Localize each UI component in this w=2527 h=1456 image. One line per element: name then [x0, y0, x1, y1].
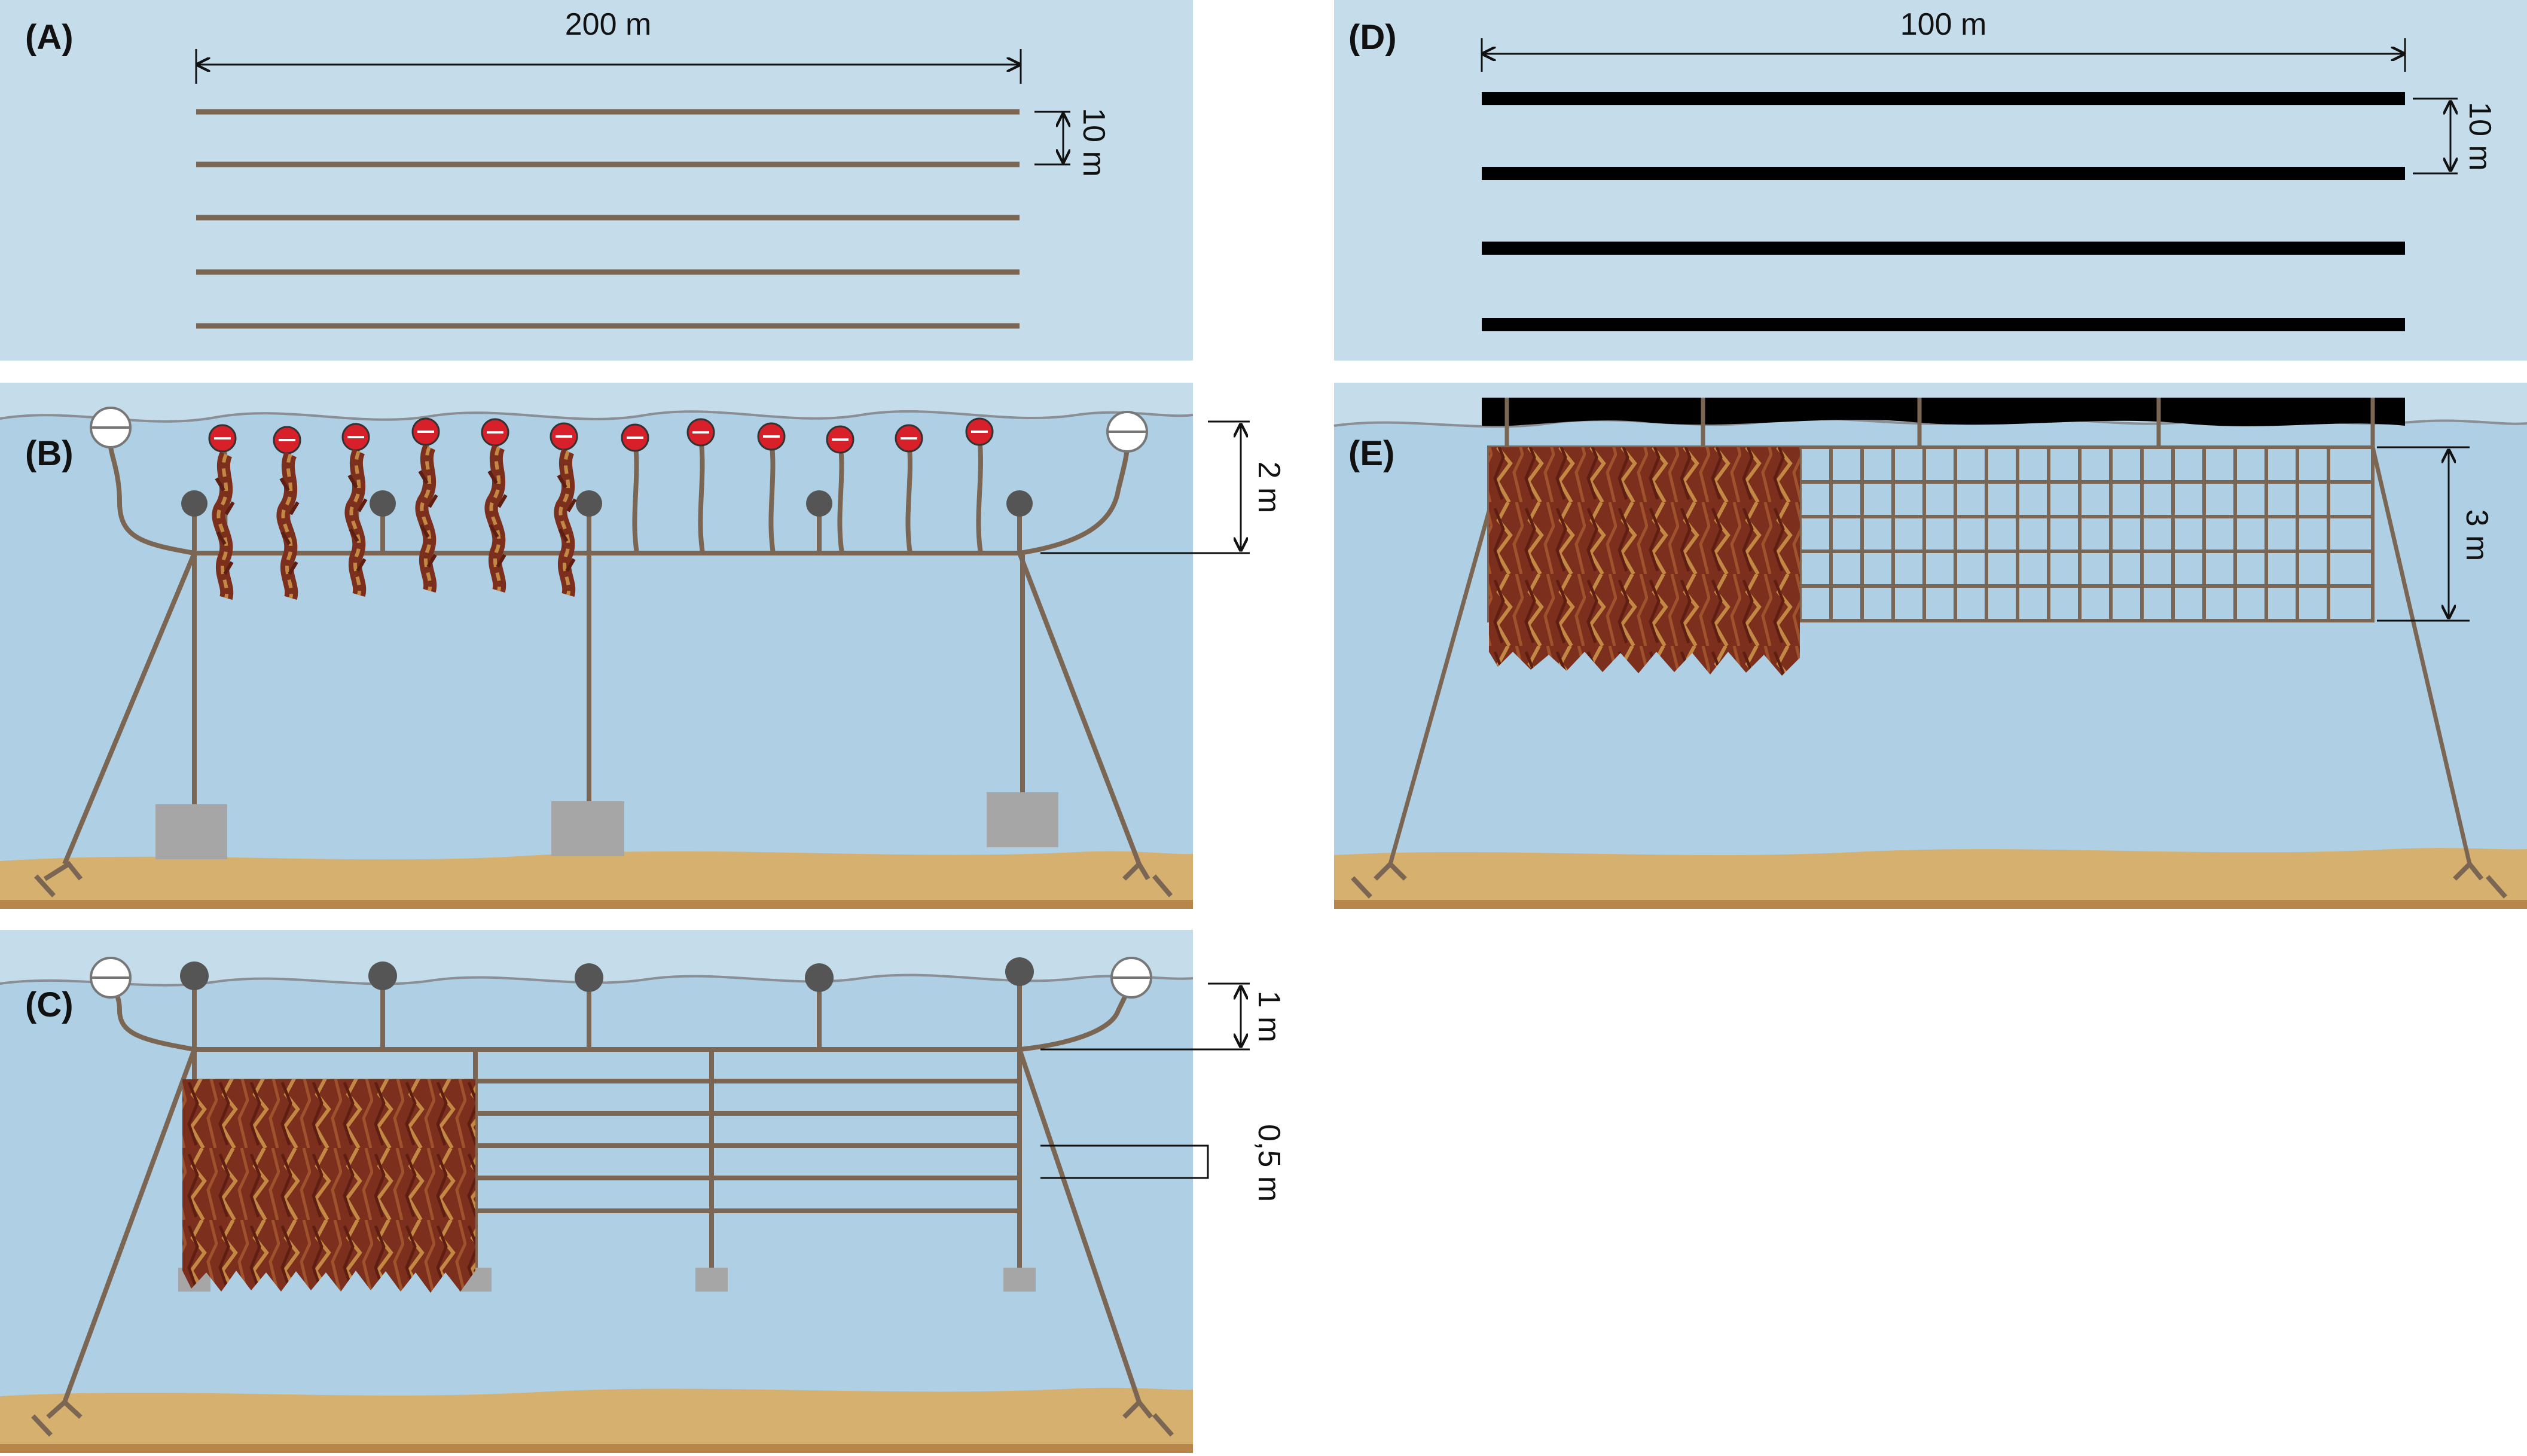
surface-float-1 — [180, 961, 209, 990]
anchor-left-fluke — [34, 874, 56, 898]
panel-b-depth-label: 2 m — [1252, 462, 1286, 514]
panel-d-label: (D) — [1348, 18, 1397, 57]
weight-block-3 — [695, 1268, 728, 1292]
panel-b-floats — [181, 490, 1033, 517]
subsurface-float-1 — [181, 490, 207, 517]
panel-a-background — [0, 0, 1193, 361]
panel-b-red-buoys — [208, 417, 994, 454]
surface-float-3 — [575, 963, 603, 992]
panel-d: (D) 100 m 10 m — [1334, 0, 2527, 361]
panel-e-depth-dimension — [2377, 446, 2470, 622]
panel-e-anchors — [1351, 860, 2507, 899]
panel-c-label: (C) — [25, 985, 74, 1024]
anchor-right — [2453, 860, 2484, 881]
anchor-left — [43, 860, 83, 881]
panel-b-buoy-line-right — [1019, 445, 1130, 555]
spacing-bracket — [1040, 1144, 1209, 1179]
panel-c-floats — [180, 957, 1034, 992]
panel-e-depth-label: 3 m — [2459, 509, 2494, 561]
subsurface-float-4 — [806, 490, 832, 517]
panel-e: (E) — [1333, 383, 2527, 909]
panel-b-buoy-line-left — [108, 445, 195, 555]
panel-b-water — [0, 411, 1193, 909]
panel-d-longlines — [1482, 92, 2405, 331]
dropper-8 — [698, 436, 705, 554]
subsurface-float-2 — [370, 490, 396, 517]
anchor-right-fluke — [1152, 874, 1173, 898]
panel-c-seaweed-curtain — [182, 1079, 475, 1293]
panel-e-seabed — [1334, 848, 2527, 909]
seaweed-curtain — [1489, 447, 1800, 676]
panel-b-anchors — [34, 860, 1173, 898]
panel-c-anchor-line-right — [1017, 1048, 1142, 1403]
anchor-right — [1122, 860, 1150, 881]
panel-e-anchor-line-right — [2370, 447, 2472, 865]
dropper-10 — [837, 441, 844, 554]
panel-c-spacing-dimension — [1040, 1144, 1209, 1179]
panel-c-spacing-label: 0,5 m — [1252, 1124, 1286, 1202]
dropper-12 — [976, 436, 983, 554]
panel-e-seaweed-curtain — [1489, 447, 1800, 676]
panel-b-anchor-line-left — [62, 552, 197, 865]
panel-e-surface-longline — [1482, 398, 2405, 426]
weight-block-2 — [551, 801, 624, 856]
panel-b-depth-dimension — [1040, 420, 1250, 554]
anchor-left — [1374, 860, 1407, 881]
panel-b-surface — [0, 410, 1194, 423]
panel-c-seabed-edge — [0, 1444, 1193, 1453]
subsurface-float-3 — [576, 490, 602, 517]
panel-e-seabed-edge — [1334, 900, 2527, 909]
surface-float-4 — [805, 963, 834, 992]
panel-d-length-label: 100 m — [1900, 7, 1987, 42]
dropper-11 — [905, 441, 912, 554]
surface-float-2 — [368, 961, 397, 990]
panel-c-surface — [0, 973, 1194, 987]
anchor-left — [46, 1399, 83, 1419]
panel-a-spacing-label: 10 m — [1076, 108, 1111, 177]
panel-b-weights — [155, 792, 1058, 859]
dropper-9 — [768, 439, 776, 554]
subsurface-float-5 — [1006, 490, 1033, 517]
surface-float-5 — [1005, 957, 1034, 986]
weight-block-3 — [987, 792, 1058, 847]
panel-d-spacing-label: 10 m — [2462, 102, 2497, 171]
panel-c-seabed — [0, 1387, 1193, 1453]
panel-b-surface-buoys — [90, 407, 1148, 453]
panel-b-seabed-edge — [0, 900, 1193, 909]
panel-b-label: (B) — [25, 434, 74, 473]
panel-b: (B) — [0, 383, 1286, 909]
panel-a-label: (A) — [25, 18, 74, 57]
panel-a-length-label: 200 m — [565, 7, 652, 42]
panel-b-seabed — [0, 851, 1193, 909]
panel-a: (A) 200 m 10 m — [0, 0, 1193, 361]
panel-c-depth-dimension — [1040, 982, 1250, 1051]
anchor-right — [1122, 1399, 1153, 1419]
panel-c-depth-label: 1 m — [1252, 991, 1286, 1043]
panel-a-longlines — [196, 109, 1020, 329]
panel-c-surface-buoys — [90, 957, 1152, 999]
panel-c: (C) — [0, 930, 1286, 1453]
panel-b-anchor-line-right — [1017, 552, 1142, 865]
panel-c-anchors — [31, 1399, 1174, 1437]
panel-c-anchor-line-left — [62, 1048, 197, 1403]
panel-e-label: (E) — [1348, 434, 1394, 473]
dropper-7 — [632, 439, 639, 554]
seaweed-curtain — [182, 1079, 475, 1293]
weight-block-1 — [155, 804, 227, 859]
weight-block-4 — [1003, 1268, 1036, 1292]
